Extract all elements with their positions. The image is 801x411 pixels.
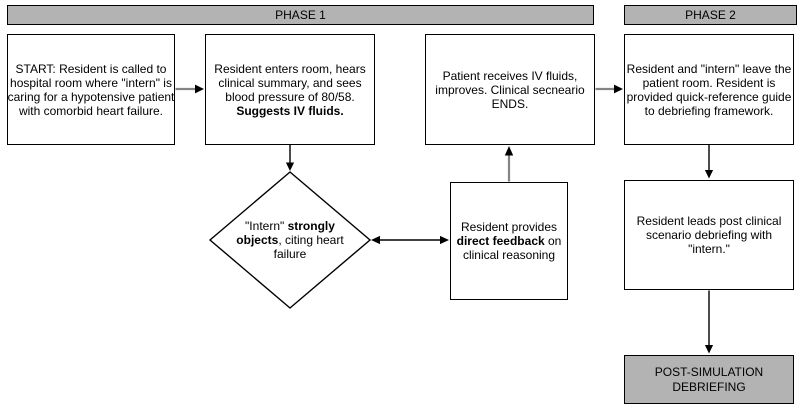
node-debrief-lead: Resident leads post clinical scenario de… (624, 180, 794, 290)
node-post-simulation-debriefing: POST-SIMULATION DEBRIEFING (624, 355, 794, 404)
node-debrief-lead-text: Resident leads post clinical scenario de… (636, 214, 782, 256)
phase1-header: PHASE 1 (7, 5, 594, 25)
decision-intern-objects: "Intern" strongly objects, citing heart … (212, 204, 368, 276)
phase2-header: PHASE 2 (624, 5, 797, 25)
node-resident-enters: Resident enters room, hears clinical sum… (205, 34, 375, 145)
node-patient-receives-fluids: Patient receives IV fluids, improves. Cl… (425, 34, 595, 145)
node-start-text: START: Resident is called to hospital ro… (7, 61, 175, 118)
arrow-enters-to-decision (285, 144, 295, 171)
arrow-receives-to-leave (595, 84, 623, 94)
node-leave-room: Resident and "intern" leave the patient … (624, 34, 794, 145)
decision-diamond-shape (208, 171, 372, 309)
arrow-debrief-lead-to-post-sim (704, 290, 714, 354)
decision-intern-objects-text: "Intern" strongly objects, citing heart … (236, 219, 344, 261)
node-leave-room-text: Resident and "intern" leave the patient … (626, 61, 792, 118)
arrow-decision-feedback-bidirectional (371, 235, 449, 245)
node-direct-feedback-text: Resident provides direct feedback on cli… (456, 220, 562, 262)
arrow-feedback-to-receives (504, 146, 514, 182)
node-post-simulation-debriefing-text: POST-SIMULATION DEBRIEFING (654, 364, 764, 394)
node-resident-enters-text: Resident enters room, hears clinical sum… (214, 61, 366, 118)
arrow-leave-to-debrief-lead (704, 144, 714, 179)
node-patient-receives-fluids-text: Patient receives IV fluids, improves. Cl… (435, 68, 585, 111)
arrow-start-to-enters (175, 84, 204, 94)
node-direct-feedback: Resident provides direct feedback on cli… (450, 182, 568, 300)
node-start: START: Resident is called to hospital ro… (7, 34, 175, 145)
